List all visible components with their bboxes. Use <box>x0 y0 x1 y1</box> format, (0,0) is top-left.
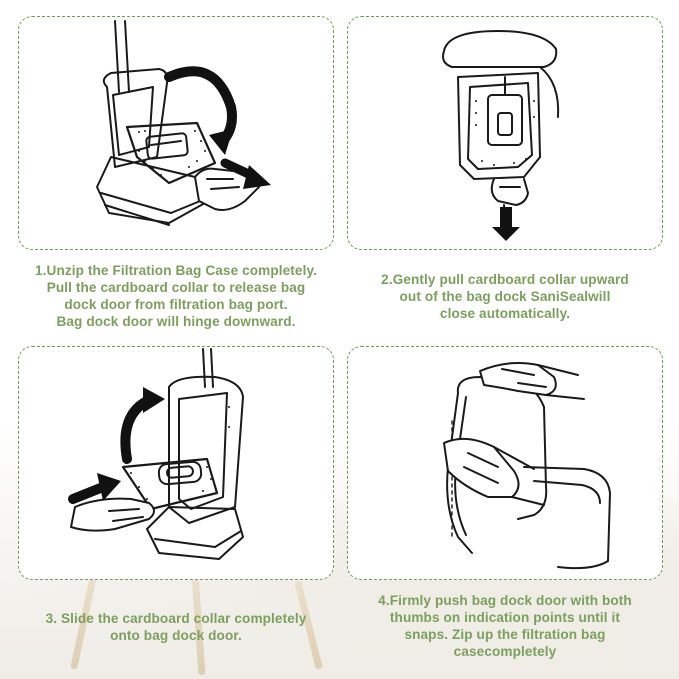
pull-down-arrow-icon <box>500 207 512 229</box>
step-4-line-2: thumbs on indication points until it <box>389 610 621 625</box>
step-3-caption: 3. Slide the cardboard collar completely… <box>6 610 346 644</box>
step-4-line-1: 4.Firmly push bag dock door with both <box>378 593 632 608</box>
step-2-line-2: out of the bag dock SaniSealwill <box>399 289 611 304</box>
step-1-line-1: 1.Unzip the Filtration Bag Case complete… <box>34 263 317 278</box>
step-2-illustration <box>442 30 560 241</box>
step-1-illustration-panel <box>18 16 334 250</box>
step-2-line-3: close automatically. <box>439 306 571 321</box>
step-1-caption: 1.Unzip the Filtration Bag Case complete… <box>6 262 346 330</box>
step-1-line-3: dock door from filtration bag port. <box>64 297 288 312</box>
step-3-illustration <box>68 348 244 560</box>
step-2-line-1: 2.Gently pull cardboard collar upward <box>381 272 629 287</box>
step-4-line-4: casecompletely <box>453 644 557 659</box>
push-arrow-icon <box>68 482 108 504</box>
step-1-illustration <box>96 20 271 226</box>
step-3-line-1: 3. Slide the cardboard collar completely <box>45 611 307 626</box>
step-2-illustration-panel <box>347 16 663 250</box>
step-3-line-2: onto bag dock door. <box>110 628 242 643</box>
step-4-line-3: snaps. Zip up the filtration bag <box>404 627 606 642</box>
step-4-illustration <box>443 362 611 570</box>
step-1-line-2: Pull the cardboard collar to release bag <box>46 280 306 295</box>
step-2-caption: 2.Gently pull cardboard collar upward ou… <box>343 271 667 322</box>
step-3-illustration-panel <box>18 346 334 580</box>
step-4-caption: 4.Firmly push bag dock door with both th… <box>343 592 667 660</box>
step-4-illustration-panel <box>347 346 663 580</box>
step-1-line-4: Bag dock door will hinge downward. <box>56 314 296 329</box>
